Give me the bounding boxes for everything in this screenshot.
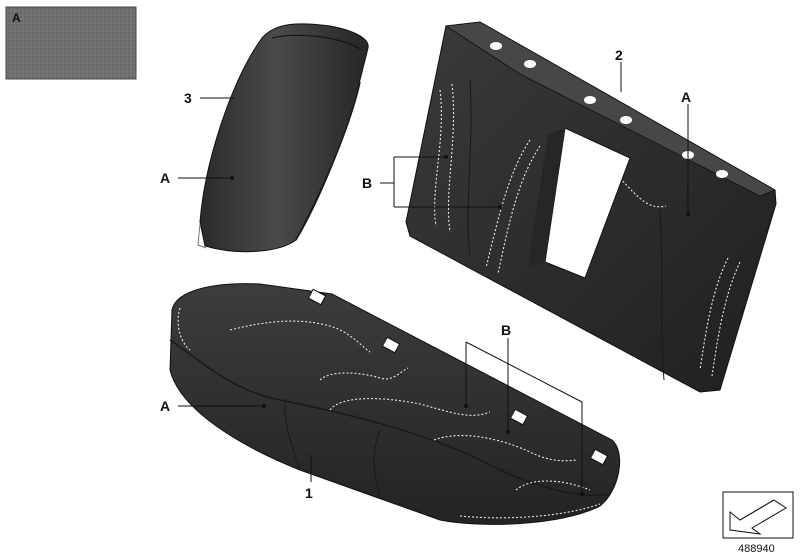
backrest-cover (405, 21, 777, 393)
headrest-guide-hole (524, 60, 536, 68)
ski-hatch-opening (544, 127, 631, 279)
headrest-guide-hole (620, 116, 632, 124)
material-sample: A (5, 6, 137, 80)
material-sample-label: A (12, 11, 21, 25)
headrest-guide-hole (584, 96, 596, 104)
diagram-number: 488940 (738, 543, 775, 555)
orientation-symbol (722, 491, 794, 539)
armrest-cover (197, 23, 369, 253)
callout-part-1: 1 (305, 485, 313, 501)
callout-part-2: 2 (615, 47, 623, 63)
seatbelt-slot (381, 336, 401, 354)
callout-part-3: 3 (184, 90, 192, 106)
callout-labels: 3 A 2 A B A 1 B (160, 47, 691, 501)
leader-lines (178, 62, 690, 496)
seat-cushion-cover (169, 283, 621, 525)
seatbelt-slot (509, 408, 529, 426)
headrest-guide-hole (716, 170, 728, 178)
seatbelt-slot (589, 448, 609, 466)
seatbelt-slot (307, 288, 327, 306)
callout-a-armrest: A (160, 170, 170, 186)
callout-b-backrest: B (362, 175, 372, 191)
callout-b-cushion: B (501, 322, 511, 338)
callout-a-backrest: A (681, 89, 691, 105)
headrest-guide-hole (490, 42, 502, 50)
callout-a-cushion: A (160, 398, 170, 414)
leather-grain-swatch (5, 6, 137, 80)
